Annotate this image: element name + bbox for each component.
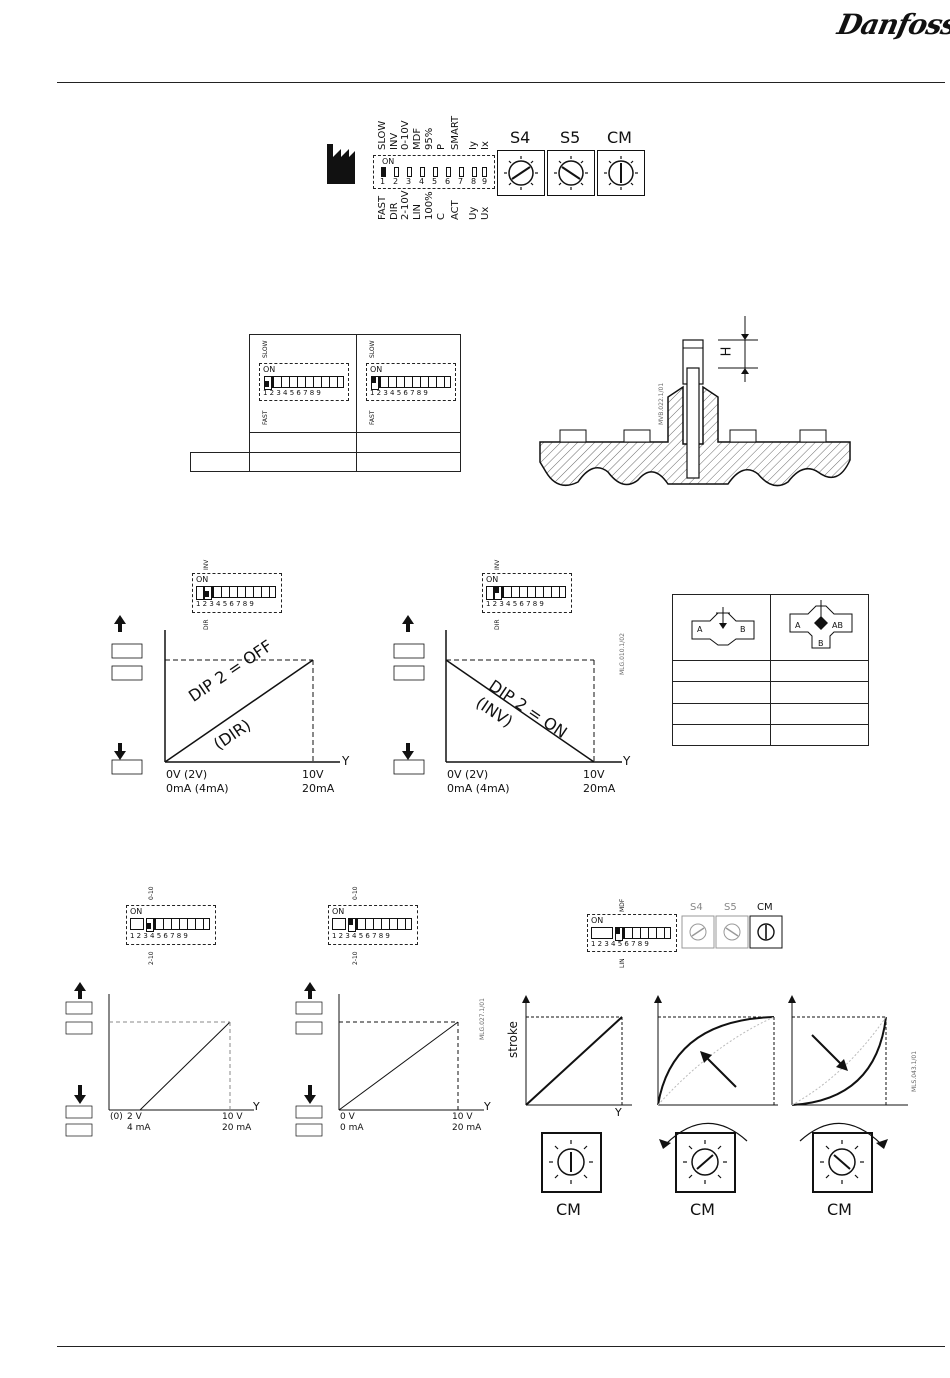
range-left-x-left2: 4 mA	[127, 1123, 151, 1133]
dir-x-left: 0V (2V)	[166, 768, 208, 781]
inv-x-left: 0V (2V)	[447, 768, 489, 781]
range-right-ref-code: MLG.027.1/01	[479, 998, 486, 1040]
range-right-x-left2: 0 mA	[340, 1123, 364, 1133]
char-concave-chart	[654, 995, 778, 1106]
char-ylabel: stroke	[506, 1021, 520, 1058]
rotary-knob-icon	[683, 1140, 727, 1184]
danfoss-logo: Danfoss	[834, 8, 950, 41]
rotary-knob-icon	[820, 1140, 864, 1184]
three-way-valve-icon	[789, 600, 853, 649]
dir-x-right2: 20mA	[302, 782, 335, 795]
rotary-knob-icon	[554, 156, 588, 190]
valve-cross-section-drawing	[539, 316, 851, 487]
switch-cm-label: CM	[607, 128, 632, 147]
top-dip-switch: ON 1 2 3 4 5 6 7 8 9	[373, 155, 495, 189]
range-left-x-right: 10 V	[222, 1112, 243, 1122]
inv-x-left2: 0mA (4mA)	[447, 782, 510, 795]
s5-rotary-switch[interactable]	[547, 150, 595, 196]
dir-line-chart	[111, 615, 340, 775]
valve2-b-label: B	[818, 639, 824, 648]
range-left-prefix: (0)	[110, 1112, 123, 1122]
dir-x-left2: 0mA (4mA)	[166, 782, 229, 795]
range-right-x-right: 10 V	[452, 1112, 473, 1122]
char-ref-code: MLS.043.1/01	[911, 1050, 918, 1092]
stroke-ref-code: MVB.022.1/01	[658, 382, 665, 425]
char-xlabel: Y	[615, 1106, 622, 1119]
cm-knob-linear[interactable]	[541, 1132, 602, 1193]
cm-label-3: CM	[827, 1200, 852, 1219]
factory-icon	[327, 144, 355, 184]
rotate-cw-arrow-icon	[799, 1122, 888, 1149]
range-left-x-left: 2 V	[127, 1112, 142, 1122]
cm-rotary-switch[interactable]	[597, 150, 645, 196]
cm-knob-concave[interactable]	[675, 1132, 736, 1193]
valve2-ab-label: AB	[832, 621, 843, 630]
range-right-axis-y: Y	[484, 1100, 491, 1113]
range-left-chart	[65, 982, 254, 1137]
range-right-x-right2: 20 mA	[452, 1123, 482, 1133]
footer-rule	[57, 1346, 945, 1347]
cm-knob-convex[interactable]	[812, 1132, 873, 1193]
cm-label-1: CM	[556, 1200, 581, 1219]
char-s4-label: S4	[690, 902, 703, 913]
s4-rotary-switch[interactable]	[497, 150, 545, 196]
rotary-knob-icon	[604, 156, 638, 190]
inv-ref-code: MLG.010.1/02	[619, 633, 626, 675]
valve1-b-label: B	[740, 625, 746, 634]
switch-s5-label: S5	[560, 128, 581, 147]
range-right-chart	[295, 982, 484, 1137]
inv-line-chart	[393, 615, 622, 775]
two-way-valve-icon	[691, 607, 755, 646]
range-right-x-left: 0 V	[340, 1112, 355, 1122]
rotary-knob-icon	[504, 156, 538, 190]
char-linear-chart	[522, 995, 632, 1106]
inv-x-right2: 20mA	[583, 782, 616, 795]
char-convex-chart	[788, 995, 908, 1106]
valve1-a-label: A	[697, 625, 703, 634]
switch-s4-label: S4	[510, 128, 531, 147]
dir-x-right: 10V	[302, 768, 324, 781]
range-left-axis-y: Y	[253, 1100, 260, 1113]
inv-x-right: 10V	[583, 768, 605, 781]
valve2-a-label: A	[795, 621, 801, 630]
rotary-knob-icon	[549, 1140, 593, 1184]
stroke-h-label: H	[719, 346, 735, 357]
header-rule	[57, 82, 945, 83]
char-cm-label: CM	[757, 902, 773, 913]
char-switch-row	[681, 915, 783, 949]
inv-axis-y: Y	[623, 754, 631, 768]
char-s5-label: S5	[724, 902, 737, 913]
range-left-x-right2: 20 mA	[222, 1123, 252, 1133]
cm-label-2: CM	[690, 1200, 715, 1219]
rotate-ccw-arrow-icon	[659, 1122, 748, 1149]
dir-axis-y: Y	[342, 754, 350, 768]
